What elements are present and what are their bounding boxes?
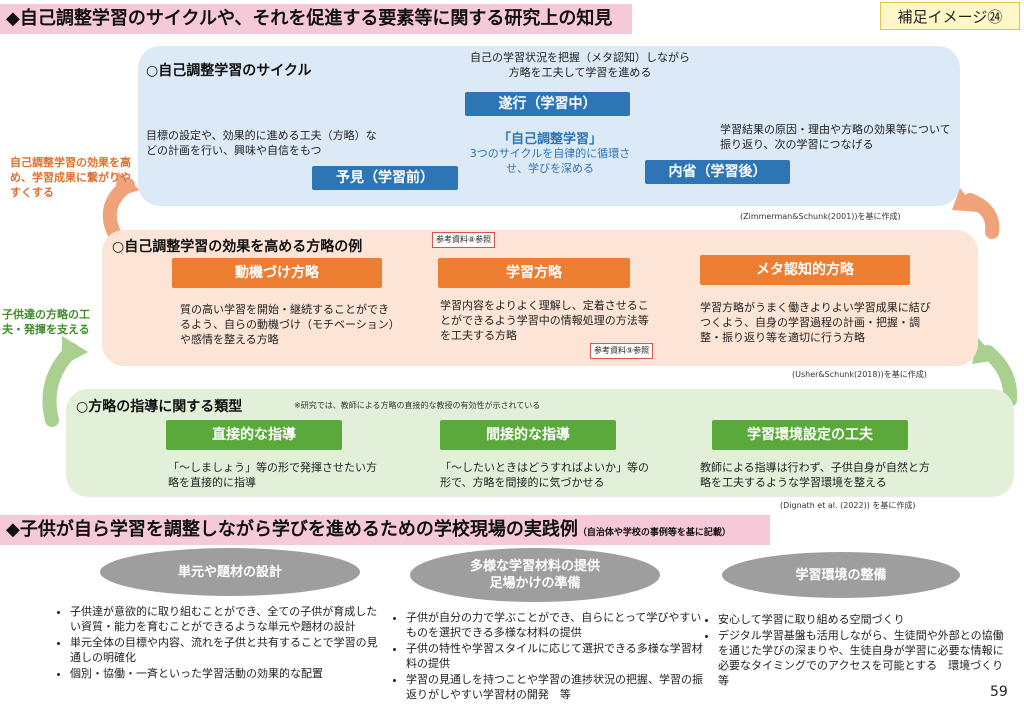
cycle-panel xyxy=(138,46,960,206)
reflection-desc: 学習結果の原因・理由や方略の効果等について振り返り、次の学習につなげる xyxy=(720,123,951,151)
forethought-desc: 目標の設定や、効果的に進める工夫（方略）などの計画を行い、興味や自信をもつ xyxy=(146,129,377,157)
strategy-motivation: 動機づけ方略 xyxy=(172,258,382,288)
guidance-indirect: 間接的な指導 xyxy=(440,420,616,450)
strategies-panel xyxy=(102,230,978,366)
practice-oval-unit-design: 単元や題材の設計 xyxy=(100,548,360,596)
strategies-title: ○自己調整学習の効果を高める方略の例 xyxy=(112,239,363,255)
list-item: 子供が自分の力で学ぶことができ、自らにとって学びやすいものを選択できる多様な材料… xyxy=(406,610,706,640)
guidance-indirect-desc: 「～したいときはどうすればよいか」等の形で、方略を間接的に気づかせる xyxy=(440,461,649,489)
strategy-metacognitive-desc: 学習方略がうまく働きよりよい学習成果に結びつくよう、自身の学習過程の計画・把握・… xyxy=(700,301,931,344)
cycle-center-desc: 3つのサイクルを自律的に循環させ、学びを深める xyxy=(469,147,631,175)
strategies-citation: (Usher&Schunk(2018))を基に作成) xyxy=(792,370,927,379)
orange-arrow-right xyxy=(963,193,1000,239)
strategy-learning-desc: 学習内容をよりよく理解し、定着させることができるよう学習中の情報処理の方法等を工… xyxy=(440,299,649,342)
strategy-learning: 学習方略 xyxy=(438,258,630,288)
orange-arrow-left-head xyxy=(114,172,140,198)
practice-title: ◆子供が自ら学習を調整しながら学びを進めるための学校現場の実践例（自治体や学校の… xyxy=(0,515,770,545)
practice-oval-label: 多様な学習材料の提供 足場かけの準備 xyxy=(469,559,600,591)
orange-arrow-right-head xyxy=(952,188,978,212)
guidance-environment-desc: 教師による指導は行わず、子供自身が自然と方略を工夫するような学習環境を整える xyxy=(700,461,930,489)
practice-list-environment: 安心して学習に取り組める空間づくり デジタル学習基盤も活用しながら、生徒間や外部… xyxy=(702,612,1024,689)
guidance-note: ※研究では、教師による方略の直接的な教授の有効性が示されている xyxy=(294,401,541,410)
practice-oval-label: 単元や題材の設計 xyxy=(177,564,282,580)
side-green-label: 子供達の方略の工夫・発揮を支える xyxy=(2,308,90,336)
green-arrow-left-head xyxy=(62,336,88,366)
guidance-environment: 学習環境設定の工夫 xyxy=(712,420,908,450)
ref-9[interactable]: 参考資料⑨参照 xyxy=(590,343,654,359)
practice-list-unit-design: 子供達が意欲的に取り組むことができ、全ての子供が育成したい資質・能力を育むことが… xyxy=(54,604,386,682)
practice-title-note: （自治体や学校の事例等を基に記載） xyxy=(577,528,731,538)
practice-oval-environment: 学習環境の整備 xyxy=(722,552,960,598)
guidance-direct: 直接的な指導 xyxy=(166,420,342,450)
green-arrow-right-head xyxy=(972,338,998,364)
stage-forethought: 予見（学習前） xyxy=(312,166,458,190)
list-item: 単元全体の目標や内容、流れを子供と共有することで学習の見通しの明確化 xyxy=(70,635,386,665)
supplement-badge: 補足イメージ㉔ xyxy=(880,2,1020,30)
guidance-citation: (Dignath et al. (2022)) を基に作成) xyxy=(780,501,916,510)
practice-oval-materials: 多様な学習材料の提供 足場かけの準備 xyxy=(410,548,660,602)
practice-list-materials: 子供が自分の力で学ぶことができ、自らにとって学びやすいものを選択できる多様な材料… xyxy=(390,610,706,703)
list-item: 安心して学習に取り組める空間づくり xyxy=(718,612,1008,627)
stage-performance: 遂行（学習中） xyxy=(465,92,630,116)
list-item: 学習の見通しを持つことや学習の進捗状況の把握、学習の振返りがしやすい学習材の開発… xyxy=(406,672,706,702)
ref-8[interactable]: 参考資料⑧参照 xyxy=(432,232,496,248)
list-item: デジタル学習基盤も活用しながら、生徒間や外部との協働を通じた学びの深まりや、生徒… xyxy=(718,628,1024,688)
cycle-top-desc: 自己の学習状況を把握（メタ認知）しながら方略を工夫して学習を進める xyxy=(470,51,690,79)
cycle-center-title: 「自己調整学習」 xyxy=(497,132,602,147)
strategy-metacognitive: メタ認知的方略 xyxy=(700,255,910,285)
page-number: 59 xyxy=(990,684,1008,700)
practice-oval-label: 学習環境の整備 xyxy=(795,567,887,583)
side-orange-label: 自己調整学習の効果を高め、学習成果に繋がりやすくする xyxy=(10,156,131,199)
list-item: 個別・協働・一斉といった学習活動の効果的な配置 xyxy=(70,666,386,681)
guidance-title: ○方略の指導に関する類型 xyxy=(76,399,243,415)
cycle-citation: (Zimmerman&Schunk(2001))を基に作成) xyxy=(740,212,901,221)
practice-title-text: ◆子供が自ら学習を調整しながら学びを進めるための学校現場の実践例 xyxy=(6,519,578,540)
list-item: 子供の特性や学習スタイルに応じて選択できる多様な学習材料の提供 xyxy=(406,641,706,671)
strategy-motivation-desc: 質の高い学習を開始・継続することができるよう、自らの動機づけ（モチベーション）や… xyxy=(180,303,395,346)
page-title: ◆自己調整学習のサイクルや、それを促進する要素等に関する研究上の知見 xyxy=(0,4,632,34)
guidance-direct-desc: 「～しましょう」等の形で発揮させたい方略を直接的に指導 xyxy=(168,461,377,489)
list-item: 子供達が意欲的に取り組むことができ、全ての子供が育成したい資質・能力を育むことが… xyxy=(70,604,386,634)
stage-reflection: 内省（学習後） xyxy=(645,160,790,184)
cycle-title: ○自己調整学習のサイクル xyxy=(146,63,312,79)
